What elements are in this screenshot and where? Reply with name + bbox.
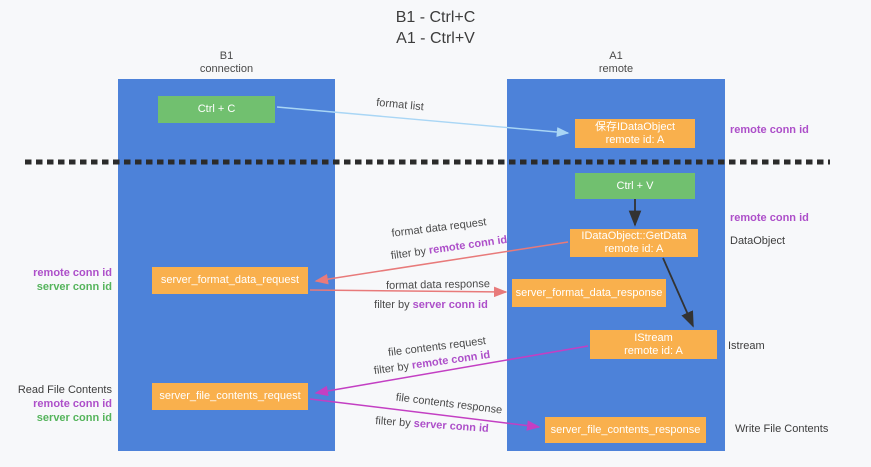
left-column-header: B1 connection [118, 50, 335, 76]
idataobject-getdata-box: IDataObject::GetData remote id: A [570, 229, 698, 257]
istream-line2: remote id: A [624, 344, 683, 357]
ctrl-c-box: Ctrl + C [158, 96, 275, 123]
format-data-request-arrow [314, 241, 569, 285]
server-file-contents-request-label: server_file_contents_request [159, 390, 301, 402]
server-conn-id-key: server conn id [412, 299, 488, 311]
write-file-contents-label: Write File Contents [735, 423, 829, 435]
server-format-data-request-label: server_format_data_request [160, 274, 300, 286]
save-dataobject-box: 保存IDataObject remote id: A [575, 119, 695, 148]
save-dataobject-line1: 保存IDataObject [594, 120, 676, 133]
right-column-header: A1 remote [507, 50, 725, 76]
left-file-server-conn-id: server conn id [36, 412, 112, 424]
right-column-name: A1 [609, 50, 623, 62]
format-data-response-arrow [309, 286, 508, 298]
istream-line1: IStream [634, 331, 673, 344]
istream-box: IStream remote id: A [590, 330, 717, 359]
file-contents-request-arrow [314, 345, 589, 397]
format-list-arrow [276, 106, 570, 137]
left-column-subtitle: connection [199, 63, 254, 75]
dataobject-side-label: DataObject [730, 235, 786, 247]
save-dataobject-line2: remote id: A [605, 133, 665, 146]
diagram-title: B1 - Ctrl+C A1 - Ctrl+V [0, 7, 871, 49]
left-file-conn-labels: Read File Contents remote conn id server… [0, 383, 112, 425]
right-column-subtitle: remote [598, 63, 634, 75]
server-format-data-response-box: server_format_data_response [512, 279, 666, 307]
left-format-server-conn-id: server conn id [36, 281, 112, 293]
title-line-1: B1 - Ctrl+C [395, 9, 476, 26]
ctrl-v-label: Ctrl + V [616, 179, 654, 192]
filter-by-text: filter by [374, 415, 412, 430]
server-file-contents-request-box: server_file_contents_request [152, 383, 308, 410]
read-file-contents-label: Read File Contents [17, 384, 112, 396]
file-contents-response-arrow [309, 398, 541, 431]
left-file-remote-conn-id: remote conn id [33, 398, 112, 410]
server-file-contents-response-box: server_file_contents_response [545, 417, 706, 443]
ctrl-v-box: Ctrl + V [575, 173, 695, 199]
left-column-name: B1 [219, 50, 234, 62]
getdata-line2: remote id: A [604, 243, 664, 255]
format-data-response-arrow-label: format data response [385, 278, 491, 292]
istream-side-label: Istream [728, 340, 765, 352]
ctrl-c-label: Ctrl + C [197, 103, 236, 115]
right-remote-conn-id-top: remote conn id [730, 124, 809, 136]
server-file-contents-response-label: server_file_contents_response [550, 423, 701, 436]
getdata-line1: IDataObject::GetData [581, 230, 687, 242]
getdata-to-istream-arrow [662, 257, 694, 328]
server-format-data-request-box: server_format_data_request [152, 267, 308, 294]
left-format-remote-conn-id: remote conn id [33, 267, 112, 279]
server-format-data-response-label: server_format_data_response [515, 286, 663, 299]
filter-by-text: filter by [374, 299, 410, 311]
title-line-2: A1 - Ctrl+V [396, 30, 475, 47]
right-remote-conn-id-mid: remote conn id [730, 212, 809, 224]
left-format-conn-labels: remote conn id server conn id [0, 266, 112, 294]
